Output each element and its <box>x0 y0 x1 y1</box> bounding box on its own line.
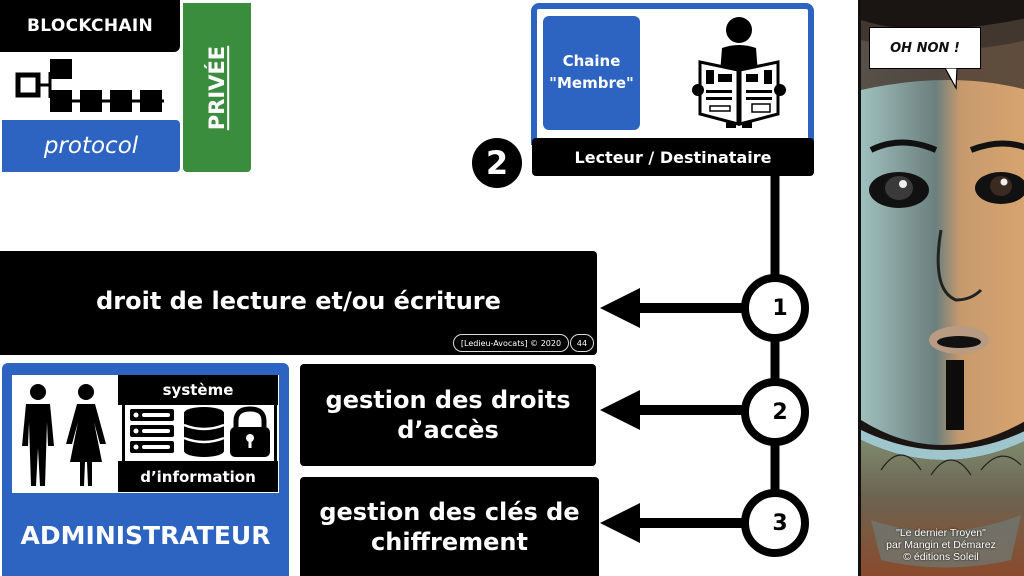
comic-credits: "Le dernier Troyen" par Mangin et Démare… <box>860 527 1022 563</box>
speech-bubble-tail <box>944 68 958 90</box>
private-tag: PRIVÉE <box>183 3 251 172</box>
step-number-2: 2 <box>772 399 788 425</box>
flow-connectors <box>600 176 809 557</box>
arrow-2 <box>600 390 750 430</box>
administrator-label: ADMINISTRATEUR <box>20 520 271 550</box>
step-number-3: 3 <box>772 510 788 536</box>
copyright-pill: [Ledieu-Avocats] © 2020 <box>453 334 569 352</box>
action-key-management: gestion des clés de chiffrement <box>300 477 599 576</box>
blockchain-chain-icon <box>4 52 174 120</box>
step-node-3 <box>741 489 809 557</box>
system-label-top: système <box>118 375 278 405</box>
server-icon <box>130 409 174 453</box>
credit-publisher: © éditions Soleil <box>903 551 979 564</box>
information-system-icons <box>120 405 278 461</box>
action-label-3: gestion des clés de chiffrement <box>319 497 580 556</box>
reader-number-badge: 2 <box>472 138 522 188</box>
step-number-1: 1 <box>772 295 788 321</box>
action-label-1: droit de lecture et/ou écriture <box>96 287 501 315</box>
action-label-2: gestion des droits d’accès <box>325 386 571 444</box>
arrow-3 <box>600 503 750 543</box>
action-read-write: droit de lecture et/ou écriture <box>0 251 597 355</box>
action-access-rights: gestion des droits d’accès <box>300 364 596 466</box>
comic-panel-image <box>858 0 1024 576</box>
step-node-2 <box>741 378 809 446</box>
newspaper-reader-icon <box>690 14 790 130</box>
page-number: 44 <box>570 334 594 352</box>
credit-authors: par Mangin et Démarez <box>886 539 996 552</box>
people-icon <box>14 382 114 490</box>
protocol-label: protocol <box>2 120 180 172</box>
database-icon <box>183 407 225 457</box>
blockchain-title: BLOCKCHAIN <box>0 0 180 52</box>
arrow-1 <box>600 288 750 328</box>
system-label-bottom: d’information <box>118 461 278 492</box>
credit-title: "Le dernier Troyen" <box>896 527 986 539</box>
lock-icon <box>230 406 270 457</box>
speech-bubble: OH NON ! <box>869 27 981 69</box>
reader-role-label: Lecteur / Destinataire <box>532 138 814 176</box>
private-label: PRIVÉE <box>205 45 230 130</box>
member-chain-box: Chaine "Membre" <box>543 16 640 130</box>
step-node-1 <box>741 274 809 342</box>
